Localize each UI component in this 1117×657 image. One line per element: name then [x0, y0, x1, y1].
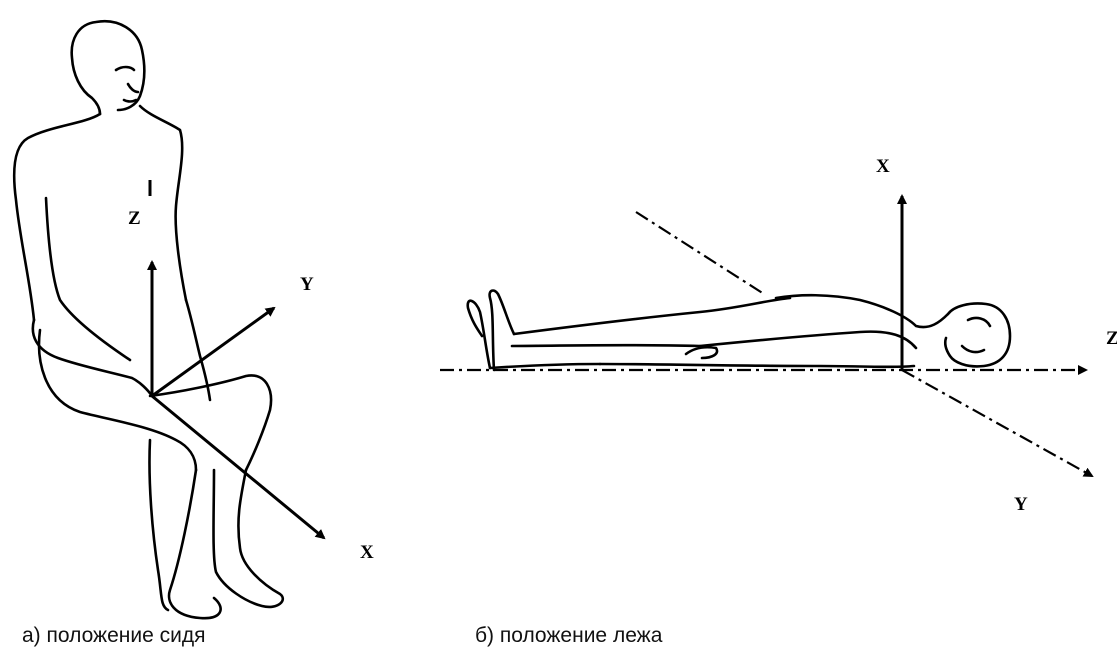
sitting-x-label: X	[360, 542, 374, 563]
sitting-z-label: Z	[128, 208, 141, 229]
sitting-leg-right	[214, 470, 283, 607]
lying-torso-bottom	[600, 364, 914, 367]
lying-feet	[468, 291, 514, 370]
caption-sitting: а) положение сидя	[22, 624, 205, 648]
sitting-torso-right	[140, 106, 186, 300]
lying-legs-top	[514, 298, 790, 334]
sitting-person-figure	[14, 21, 283, 618]
lying-torso-top	[776, 295, 948, 327]
sitting-face	[116, 67, 138, 102]
panel-sitting: Z Y X	[14, 21, 374, 618]
lying-arm	[686, 332, 916, 358]
sitting-lap	[150, 375, 271, 470]
sitting-leg-left-back	[149, 440, 168, 610]
lying-y-axis	[902, 370, 1092, 476]
lying-y-axis-extension	[636, 212, 764, 294]
sitting-y-label: Y	[300, 274, 314, 295]
lying-x-label: X	[876, 156, 890, 177]
caption-lying: б) положение лежа	[475, 624, 662, 648]
lying-head	[945, 303, 1010, 366]
lying-y-label: Y	[1014, 494, 1028, 515]
lying-face	[962, 318, 990, 352]
sitting-arm-left-inner	[46, 198, 130, 360]
lying-person-figure	[468, 291, 1010, 370]
sitting-y-axis	[152, 308, 274, 396]
panel-lying: X Z Y	[440, 156, 1117, 515]
lying-z-label: Z	[1106, 328, 1117, 349]
